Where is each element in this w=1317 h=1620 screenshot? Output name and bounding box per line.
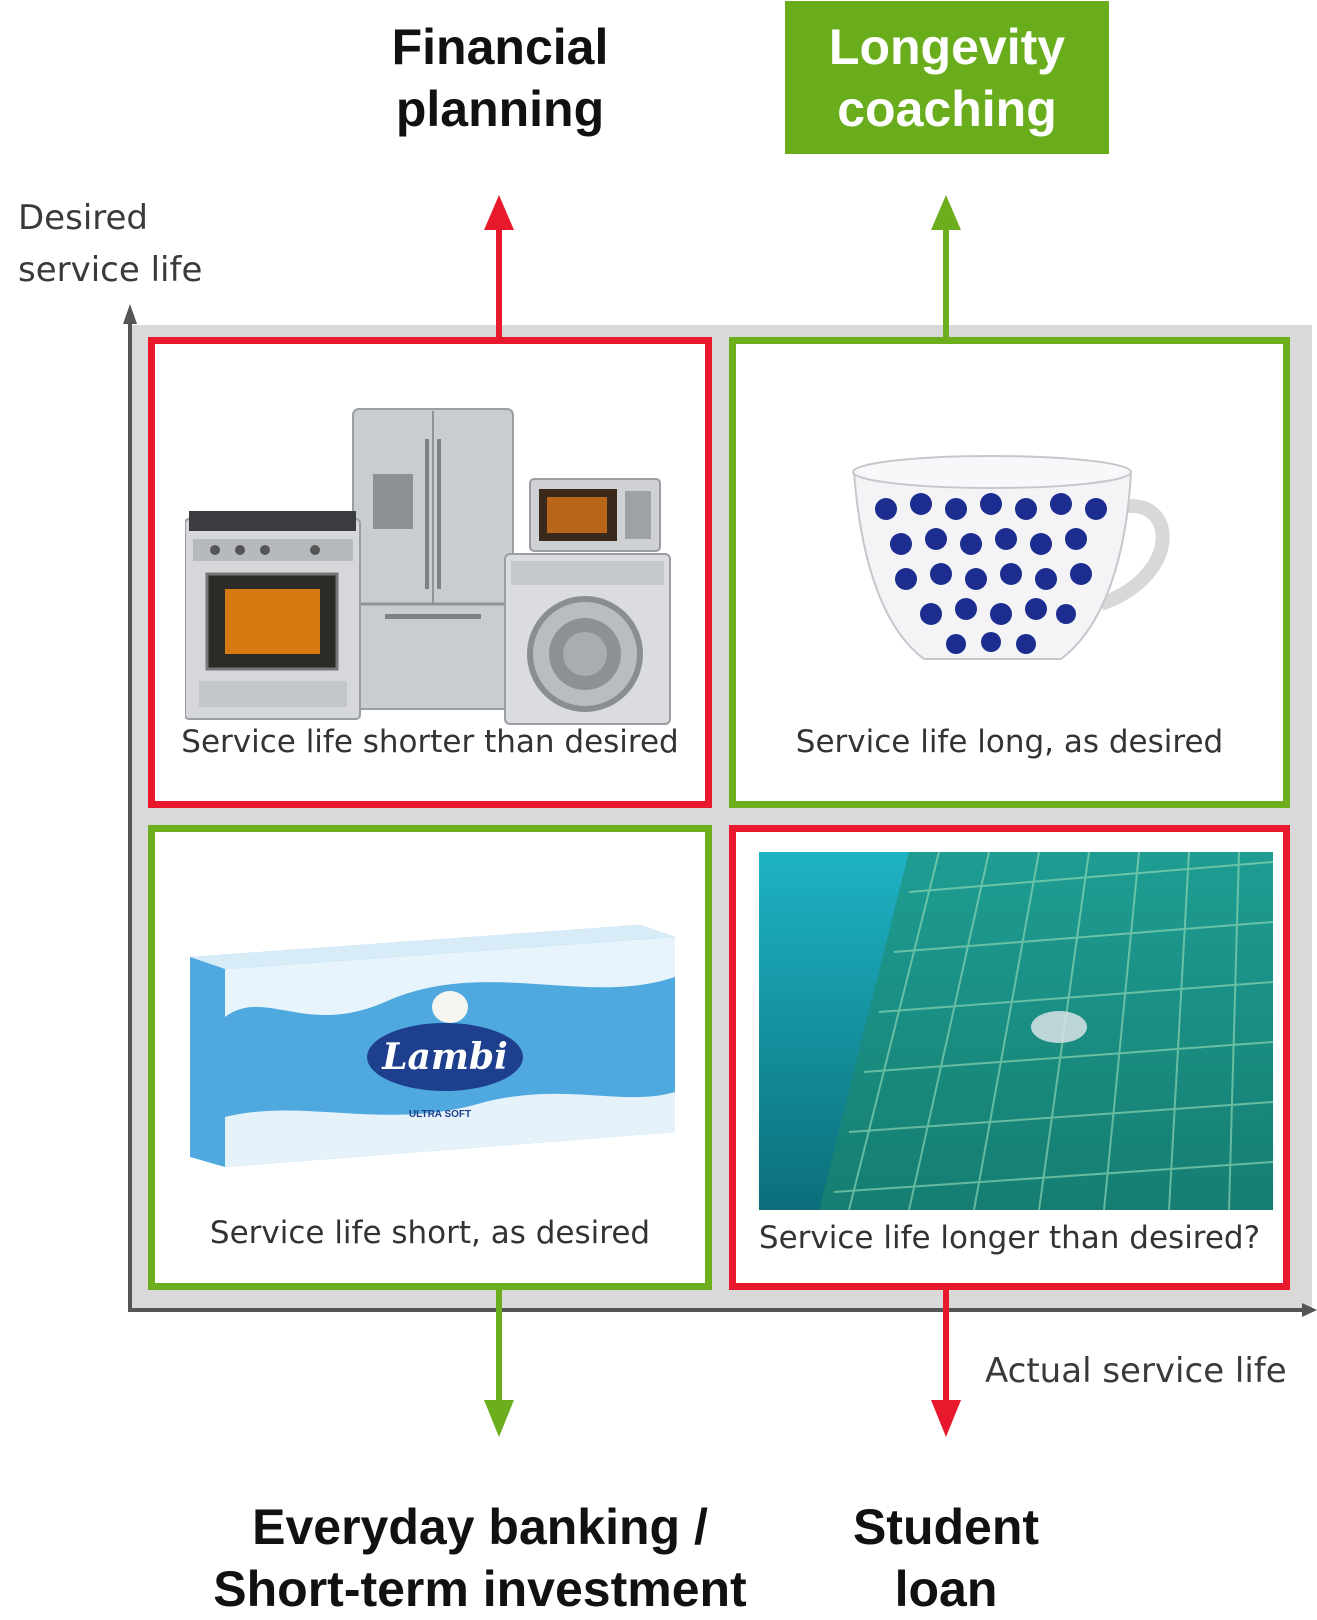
tissue-brand-text: Lambi bbox=[381, 1036, 508, 1078]
everyday-banking-line-1: Everyday banking / bbox=[252, 1499, 708, 1555]
everyday-banking-arrowhead bbox=[484, 1400, 514, 1437]
tissue-tagline-text: ULTRA SOFT bbox=[409, 1109, 471, 1120]
y-axis-label-line-1: Desired bbox=[18, 198, 148, 238]
teacup-image bbox=[852, 455, 1170, 660]
longevity-coaching-arrowhead bbox=[931, 195, 961, 230]
quadrant-top-left-caption: Service life shorter than desired bbox=[181, 724, 679, 760]
financial-planning-arrowhead bbox=[484, 195, 514, 230]
financial-planning-line-2: planning bbox=[395, 81, 605, 137]
student-loan-label: Student loan bbox=[816, 1496, 1076, 1620]
x-axis-label: Actual service life bbox=[985, 1351, 1287, 1391]
y-axis-arrowhead bbox=[123, 304, 137, 324]
quadrant-bottom-left-caption: Service life short, as desired bbox=[209, 1215, 651, 1251]
quadrant-top-right-caption: Service life long, as desired bbox=[795, 724, 1224, 760]
student-loan-line-2: loan bbox=[894, 1561, 998, 1617]
quadrant-bottom-left: Lambi ULTRA SOFT Service life short, as … bbox=[148, 825, 712, 1290]
quadrant-bottom-right-caption: Service life longer than desired? bbox=[758, 1220, 1261, 1256]
ghost-net-image bbox=[759, 852, 1273, 1210]
y-axis-label-line-2: service life bbox=[18, 250, 203, 290]
appliances-image bbox=[185, 408, 671, 725]
quadrant-bottom-right: Service life longer than desired? bbox=[729, 825, 1290, 1290]
longevity-coaching-line-1: Longevity bbox=[828, 19, 1066, 75]
quadrant-top-right: Service life long, as desired bbox=[729, 337, 1290, 808]
everyday-banking-label: Everyday banking / Short-term investment bbox=[180, 1496, 780, 1620]
financial-planning-label: Financial planning bbox=[335, 16, 665, 140]
everyday-banking-line-2: Short-term investment bbox=[213, 1561, 747, 1617]
tissue-pack-image: Lambi ULTRA SOFT bbox=[190, 925, 675, 1167]
student-loan-arrowhead bbox=[931, 1400, 961, 1437]
x-axis-arrowhead bbox=[1302, 1303, 1317, 1317]
y-axis-label: Desired service life bbox=[18, 192, 202, 296]
longevity-coaching-box: Longevity coaching bbox=[785, 1, 1109, 154]
financial-planning-line-1: Financial bbox=[391, 19, 609, 75]
longevity-coaching-line-2: coaching bbox=[837, 81, 1057, 137]
quadrant-top-left: Service life shorter than desired bbox=[148, 337, 712, 808]
student-loan-line-1: Student bbox=[852, 1499, 1040, 1555]
